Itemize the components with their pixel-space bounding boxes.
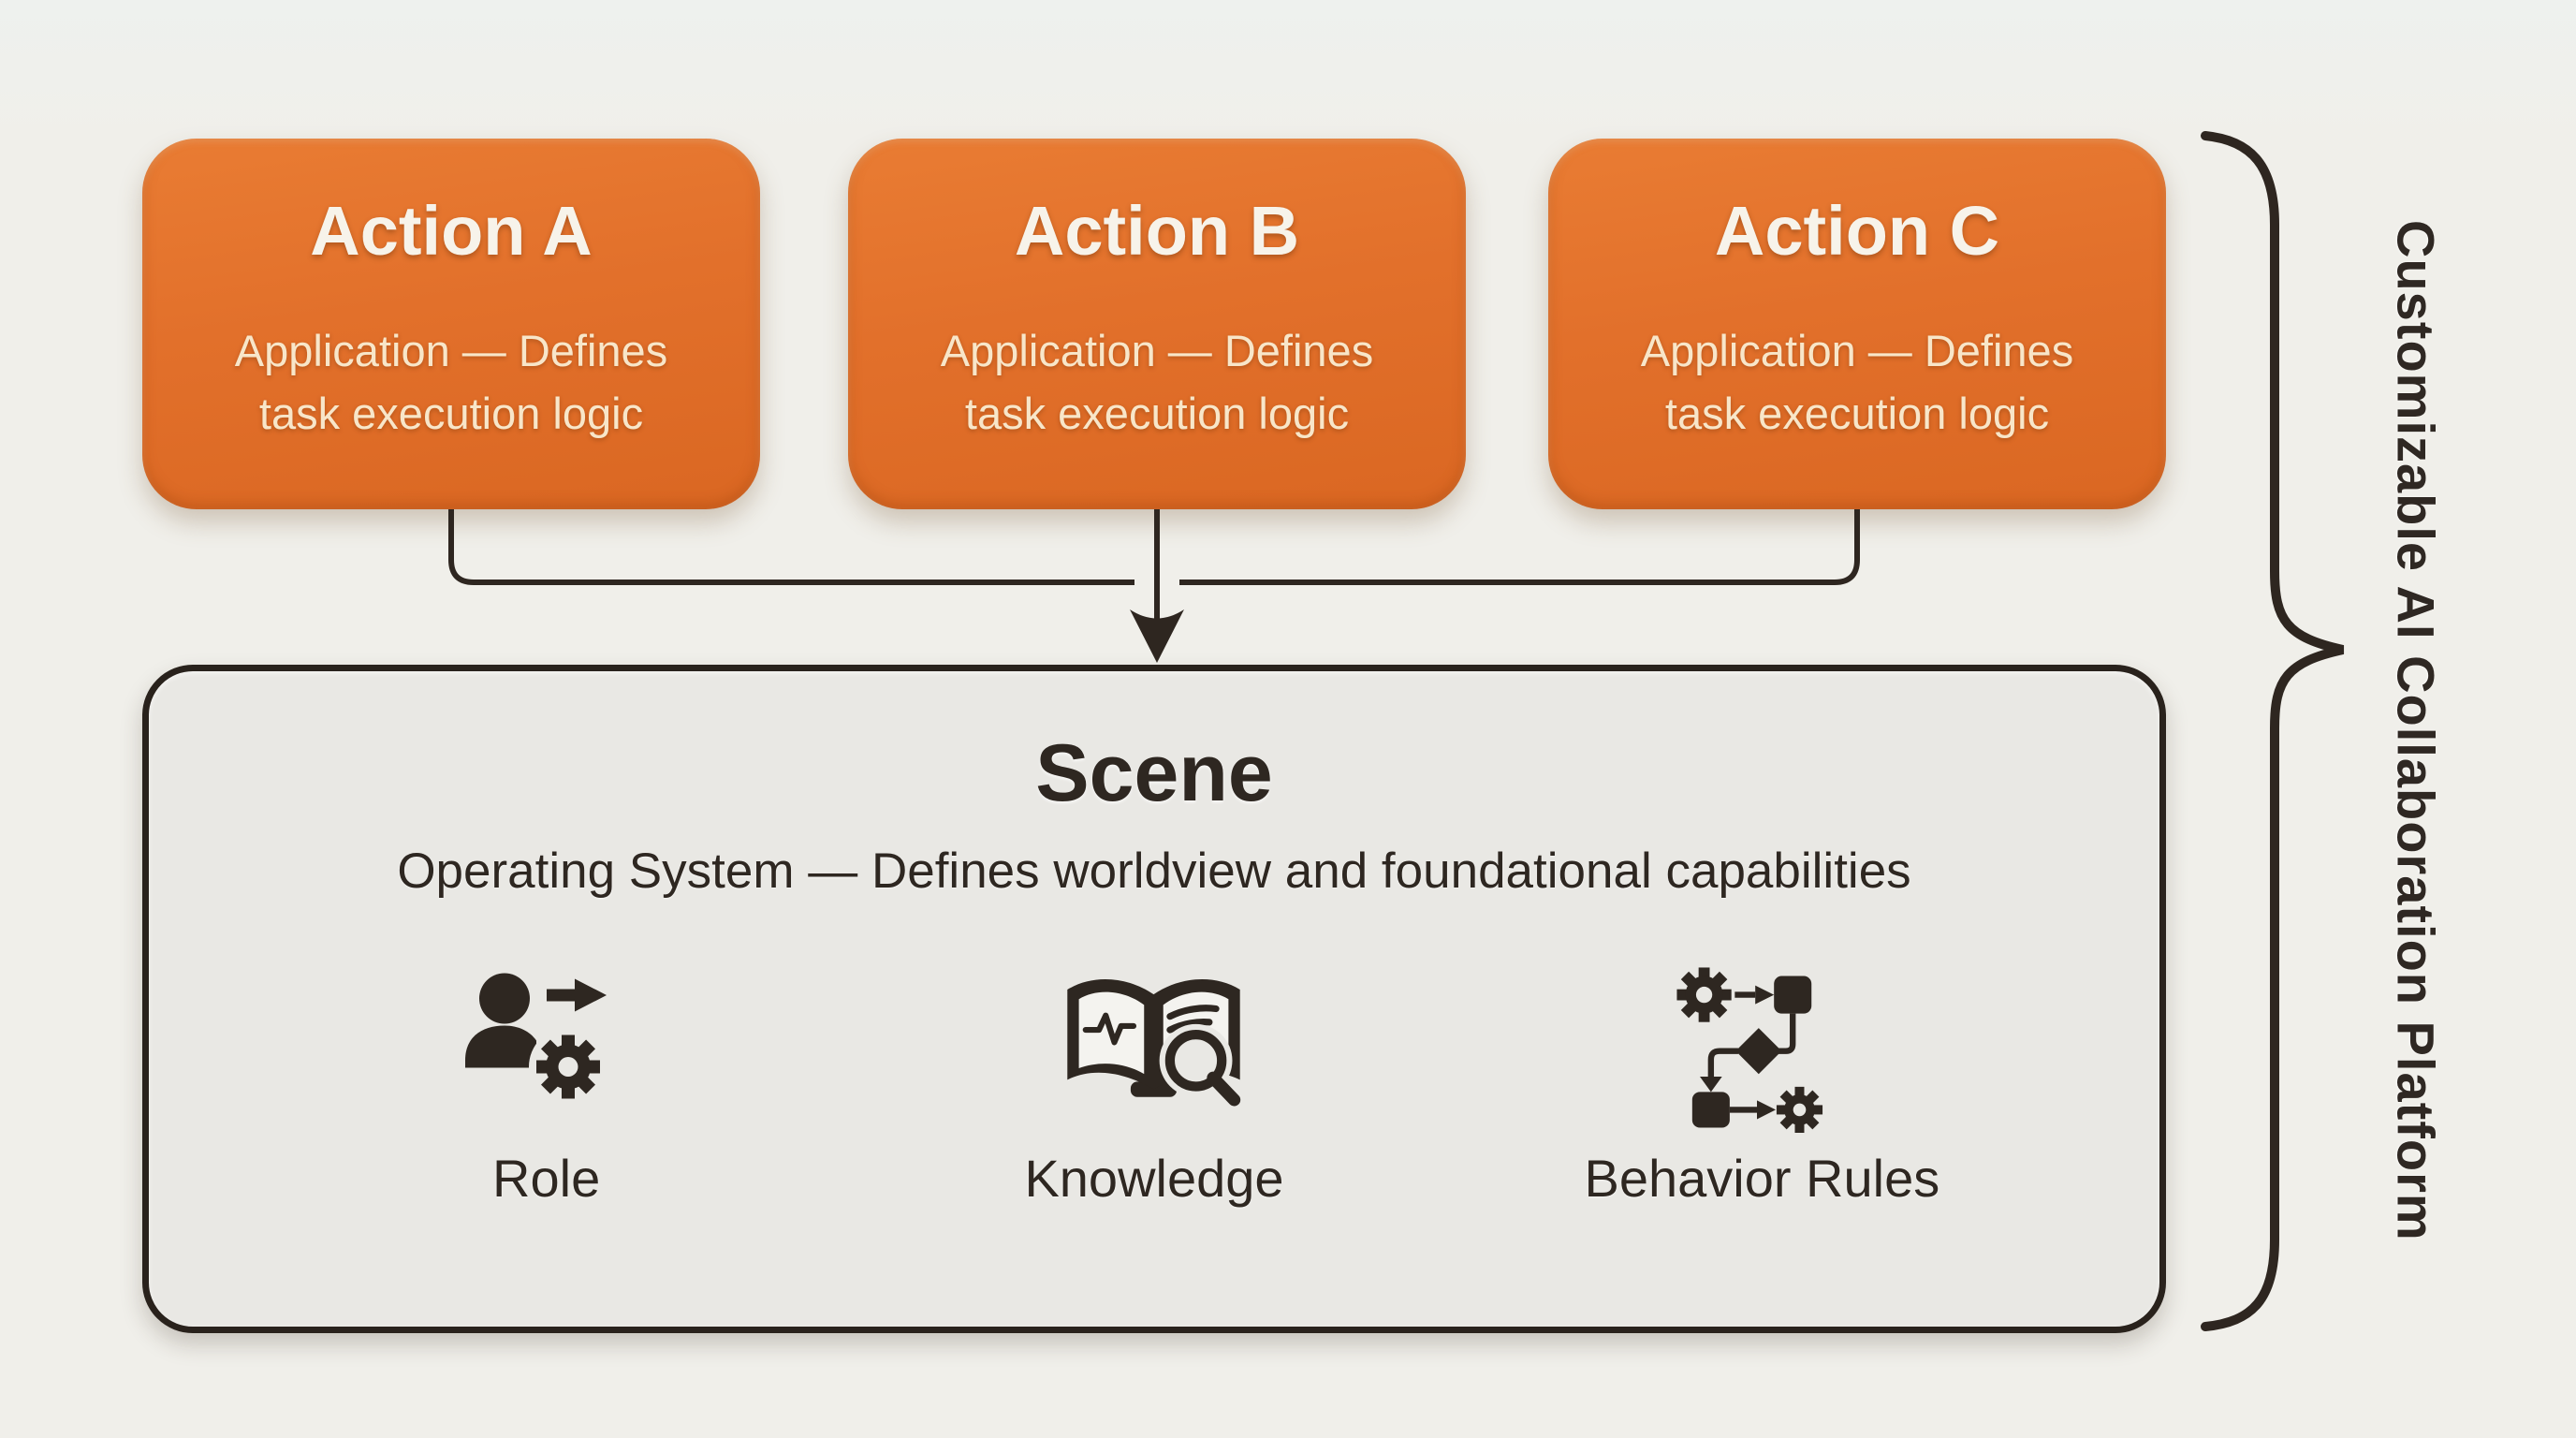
- feature-label-role: Role: [492, 1149, 601, 1209]
- action-b-box: Action B Application — Defines task exec…: [848, 139, 1466, 509]
- action-a-box: Action A Application — Defines task exec…: [142, 139, 760, 509]
- feature-behavior-rules: Behavior Rules: [1458, 962, 2066, 1209]
- feature-knowledge: Knowledge: [850, 962, 1457, 1209]
- action-b-title: Action B: [1014, 192, 1300, 270]
- connector-a: [448, 509, 1134, 585]
- feature-label-knowledge: Knowledge: [1024, 1149, 1284, 1209]
- action-c-subtitle: Application — Defines task execution log…: [1640, 326, 2074, 438]
- action-a-title: Action A: [310, 192, 593, 270]
- scene-title: Scene: [1035, 728, 1273, 818]
- curly-brace: [2201, 131, 2345, 1331]
- connector-c: [1179, 509, 1860, 585]
- book-pulse-magnifier-icon: [1056, 962, 1252, 1133]
- scene-box: Scene Operating System — Defines worldvi…: [142, 665, 2166, 1333]
- person-arrow-gear-icon: [458, 962, 636, 1133]
- action-a-subtitle: Application — Defines task execution log…: [234, 326, 668, 438]
- feature-role: Role: [242, 962, 850, 1209]
- action-c-box: Action C Application — Defines task exec…: [1548, 139, 2166, 509]
- scene-subtitle: Operating System — Defines worldview and…: [397, 844, 1911, 900]
- platform-label: Customizable AI Collaboration Platform: [2386, 219, 2446, 1241]
- feature-label-behavior-rules: Behavior Rules: [1584, 1149, 1940, 1209]
- arrow-down-icon: [1130, 609, 1184, 663]
- feature-row: Role: [149, 962, 2159, 1209]
- action-b-subtitle: Application — Defines task execution log…: [940, 326, 1374, 438]
- flowchart-gears-icon: [1668, 962, 1855, 1134]
- action-c-title: Action C: [1714, 192, 2000, 270]
